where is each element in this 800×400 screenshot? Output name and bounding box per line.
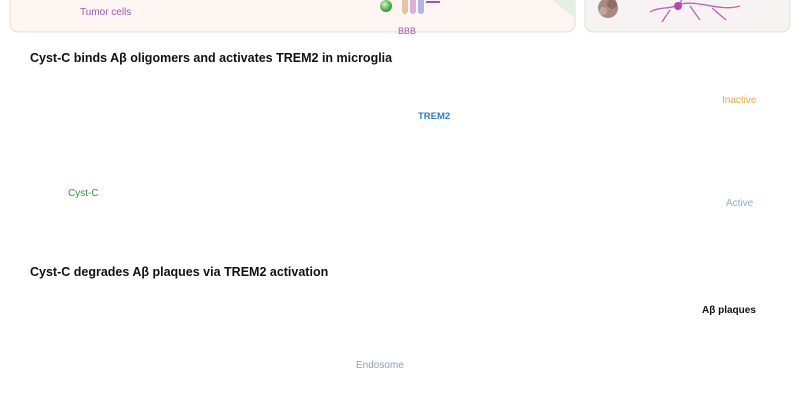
- inactive-label: Inactive: [722, 95, 757, 106]
- top-panel: [9, 0, 791, 33]
- degradation-panel-title: Cyst-C degrades Aβ plaques via TREM2 act…: [30, 265, 329, 279]
- cystc-label: Cyst-C: [68, 188, 99, 199]
- neuron-icon: [649, 0, 741, 23]
- abeta-plaques-label: Aβ plaques: [702, 305, 756, 316]
- top-funnel-shape: [552, 0, 575, 18]
- trem2-label: TREM2: [418, 111, 451, 122]
- active-label: Active: [726, 198, 754, 209]
- tumor-cells-label: Tumor cells: [80, 7, 132, 18]
- endosome-label: Endosome: [356, 360, 404, 371]
- tumor-mass-icon: [598, 0, 618, 18]
- bbb-icon: [380, 0, 440, 14]
- bbb-label: BBB: [398, 26, 417, 36]
- binding-panel-title: Cyst-C binds Aβ oligomers and activates …: [30, 51, 393, 65]
